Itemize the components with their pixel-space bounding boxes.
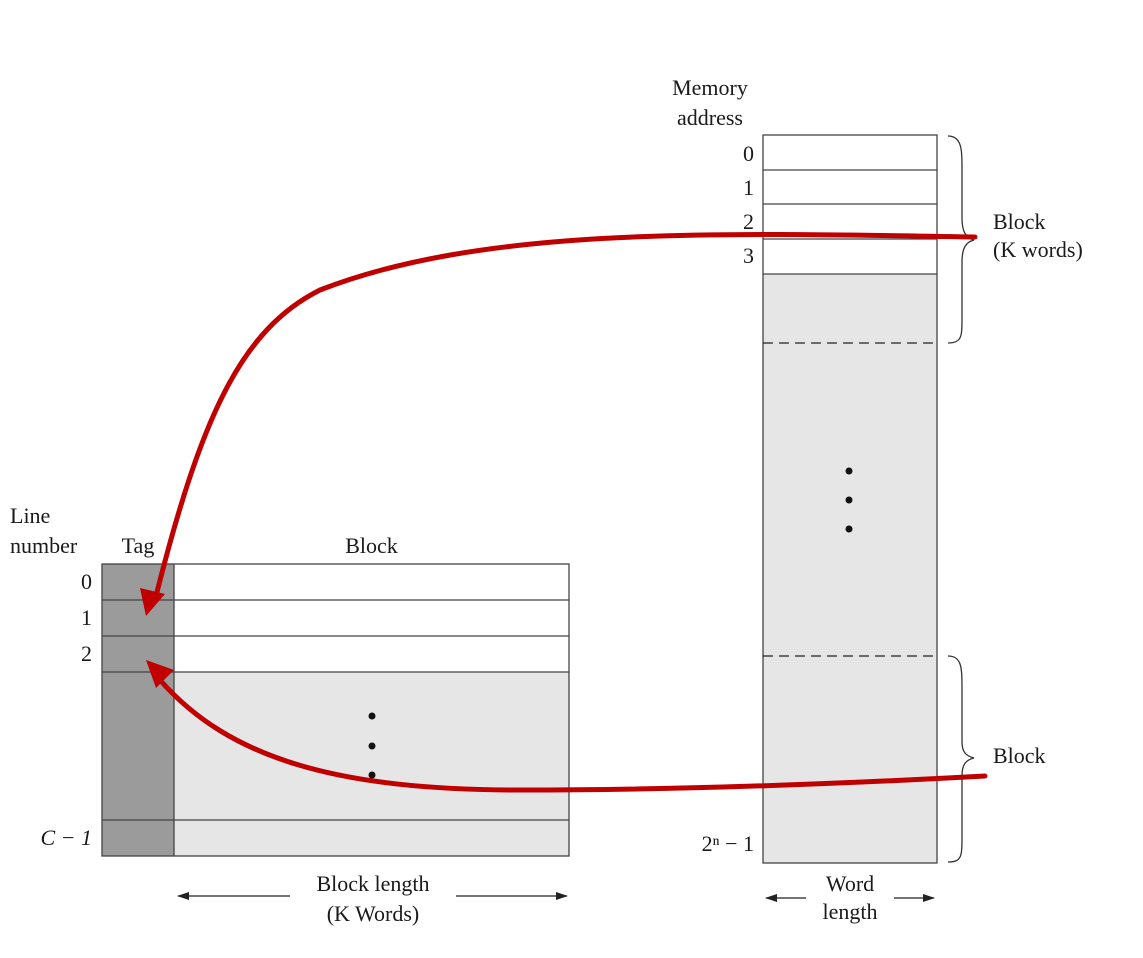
line-number-0: 0 <box>81 569 92 594</box>
memory-address-3: 3 <box>743 243 754 268</box>
ellipsis-dot <box>368 742 376 750</box>
ellipsis-dot <box>845 496 853 504</box>
tag-column <box>102 564 174 856</box>
memory-address-0: 0 <box>743 141 754 166</box>
mapping-arrowhead-lower <box>146 660 174 688</box>
ellipsis-dot <box>368 712 376 720</box>
block-length-label-1: Block length <box>316 871 430 896</box>
cache-border <box>101 563 570 857</box>
ellipsis-dot <box>845 525 853 533</box>
memory-block-label-2: (K words) <box>993 237 1083 262</box>
tag-label: Tag <box>121 533 155 558</box>
memory-address-label-2: address <box>677 105 743 130</box>
memory-block-label-1: Block <box>993 209 1046 234</box>
memory-address-last: 2ⁿ − 1 <box>701 831 754 856</box>
memory-block-label-lower: Block <box>993 743 1046 768</box>
lower-block-brace <box>947 655 975 863</box>
cache-shaded-rows <box>174 672 569 856</box>
memory-address-2: 2 <box>743 209 754 234</box>
memory-address-1: 1 <box>743 175 754 200</box>
line-number-last: C − 1 <box>40 825 92 850</box>
memory-shaded-rows <box>763 274 937 863</box>
upper-block-brace <box>947 135 975 344</box>
word-length-label-1: Word <box>825 871 875 896</box>
word-length-label-2: length <box>822 899 878 924</box>
memory-border <box>762 134 938 864</box>
ellipsis-dot <box>845 467 853 475</box>
cache-block-label: Block <box>345 533 398 558</box>
ellipsis-dot <box>368 771 376 779</box>
mapping-arrow-upper <box>152 231 978 603</box>
cache-table <box>101 563 570 857</box>
memory-table <box>762 134 938 864</box>
memory-address-label-1: Memory <box>672 75 748 100</box>
line-number-label-2: number <box>10 533 78 558</box>
block-length-label-2: (K Words) <box>326 901 420 926</box>
mapping-arrowhead-upper <box>140 588 165 616</box>
cache-blank-rows <box>174 564 569 672</box>
line-number-1: 1 <box>81 605 92 630</box>
mapping-arrow-lower <box>157 677 988 793</box>
line-number-2: 2 <box>81 641 92 666</box>
line-number-label-1: Line <box>10 503 51 528</box>
